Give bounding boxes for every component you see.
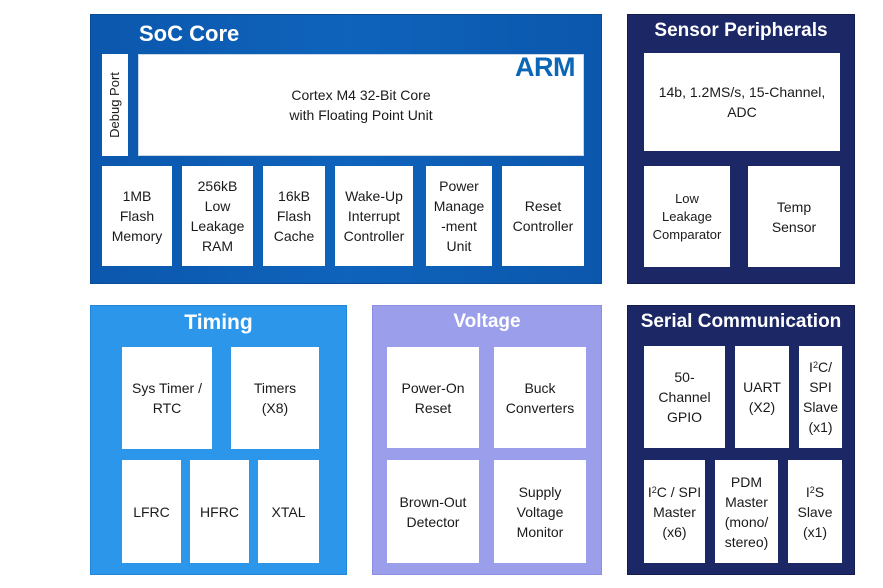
brown-out-detector-box: Brown-Out Detector: [387, 460, 479, 563]
adc-box: 14b, 1.2MS/s, 15-Channel, ADC: [644, 53, 840, 151]
i2s-slave-label: I2S Slave (x1): [797, 483, 833, 540]
timers-box: Timers (X8): [231, 347, 319, 449]
buck-converters-box: Buck Converters: [494, 347, 586, 448]
low-leakage-ram-label: 256kB Low Leakage RAM: [190, 178, 245, 254]
temp-sensor-label: Temp Sensor: [771, 198, 817, 235]
sensor-peripherals-panel: Sensor Peripherals 14b, 1.2MS/s, 15-Chan…: [627, 14, 855, 284]
timing-panel: Timing Sys Timer / RTC Timers (X8) LFRC …: [90, 305, 347, 575]
flash-cache-box: 16kB Flash Cache: [263, 166, 325, 266]
cpu-core-box: Cortex M4 32-Bit Core with Floating Poin…: [138, 54, 584, 156]
voltage-title: Voltage: [453, 311, 521, 332]
i2s-slave-box: I2S Slave (x1): [788, 460, 842, 563]
reset-controller-label: Reset Controller: [512, 198, 574, 234]
timers-label: Timers (X8): [253, 380, 297, 416]
buck-converters-label: Buck Converters: [505, 379, 575, 416]
i2c-spi-master-label: I2C / SPI Master (x6): [647, 483, 702, 540]
power-management-unit-box: Power Manage -ment Unit: [426, 166, 492, 266]
soc-core-title: SoC Core: [139, 21, 240, 46]
i2c-spi-slave-label: I2C/ SPI Slave (x1): [802, 359, 839, 435]
hfrc-label: HFRC: [200, 503, 239, 520]
power-on-reset-label: Power-On Reset: [401, 379, 465, 416]
sys-timer-rtc-box: Sys Timer / RTC: [122, 347, 212, 449]
low-leakage-ram-box: 256kB Low Leakage RAM: [182, 166, 253, 266]
flash-cache-label: 16kB Flash Cache: [273, 188, 315, 244]
serial-communication-panel: Serial Communication 50- Channel GPIO UA…: [627, 305, 855, 575]
uart-label: UART (X2): [743, 379, 781, 415]
arm-logo: ARM: [515, 52, 576, 82]
gpio-box: 50- Channel GPIO: [644, 346, 725, 448]
lfrc-box: LFRC: [122, 460, 181, 563]
brown-out-detector-label: Brown-Out Detector: [399, 493, 467, 530]
power-on-reset-box: Power-On Reset: [387, 347, 479, 448]
supply-voltage-monitor-box: Supply Voltage Monitor: [494, 460, 586, 563]
hfrc-box: HFRC: [190, 460, 249, 563]
i2c-spi-slave-box: I2C/ SPI Slave (x1): [799, 346, 842, 448]
wakeup-interrupt-controller-box: Wake-Up Interrupt Controller: [335, 166, 413, 266]
sys-timer-rtc-label: Sys Timer / RTC: [131, 380, 202, 416]
low-leakage-comparator-label: Low Leakage Comparator: [652, 190, 722, 242]
timing-title: Timing: [184, 311, 253, 334]
i2c-spi-master-box: I2C / SPI Master (x6): [644, 460, 705, 563]
soc-core-panel: SoC Core Debug Port Cortex M4 32-Bit Cor…: [90, 14, 602, 284]
debug-port-label: Debug Port: [107, 72, 122, 138]
sensor-peripherals-title: Sensor Peripherals: [654, 20, 828, 41]
wakeup-interrupt-controller-label: Wake-Up Interrupt Controller: [343, 188, 405, 244]
xtal-box: XTAL: [258, 460, 319, 563]
debug-port-box: Debug Port: [102, 54, 128, 156]
xtal-label: XTAL: [271, 503, 306, 520]
voltage-panel: Voltage Power-On Reset Buck Converters B…: [372, 305, 602, 575]
adc-label: 14b, 1.2MS/s, 15-Channel, ADC: [658, 84, 826, 120]
temp-sensor-box: Temp Sensor: [748, 166, 840, 267]
flash-memory-label: 1MB Flash Memory: [111, 188, 163, 244]
power-management-unit-label: Power Manage -ment Unit: [433, 178, 485, 254]
lfrc-label: LFRC: [133, 503, 170, 520]
cpu-core-label: Cortex M4 32-Bit Core with Floating Poin…: [289, 87, 433, 123]
pdm-master-label: PDM Master (mono/ stereo): [724, 473, 769, 550]
pdm-master-box: PDM Master (mono/ stereo): [715, 460, 778, 563]
serial-communication-title: Serial Communication: [640, 311, 842, 332]
uart-box: UART (X2): [735, 346, 789, 448]
gpio-label: 50- Channel GPIO: [658, 369, 711, 425]
reset-controller-box: Reset Controller: [502, 166, 584, 266]
flash-memory-box: 1MB Flash Memory: [102, 166, 172, 266]
supply-voltage-monitor-label: Supply Voltage Monitor: [516, 483, 564, 540]
low-leakage-comparator-box: Low Leakage Comparator: [644, 166, 730, 267]
